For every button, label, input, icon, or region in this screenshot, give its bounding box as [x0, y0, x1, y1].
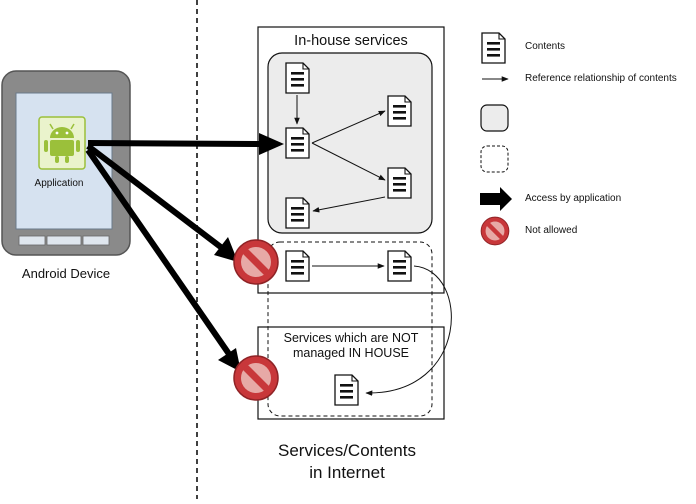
app-label: Application	[34, 178, 84, 189]
internet-line1: Services/Contents	[278, 441, 416, 460]
content-doc	[334, 374, 359, 406]
legend-reference-label: Reference relationship of contents	[525, 73, 677, 84]
access-arrows	[85, 133, 284, 372]
inhouse-title: In-house services	[294, 33, 408, 49]
reference-arrows	[294, 95, 452, 396]
legend-access-label: Access by application	[525, 193, 622, 204]
not-allowed-icon	[234, 356, 278, 400]
android-app-icon	[38, 116, 86, 170]
content-doc	[285, 62, 310, 94]
legend-not-allowed-icon	[481, 217, 509, 245]
internet-label: Services/Contents in Internet	[252, 440, 442, 484]
legend-dashed-box	[480, 145, 509, 173]
content-doc	[387, 250, 412, 282]
legend-contents-label: Contents	[525, 41, 566, 52]
inhouse-services-box	[257, 26, 445, 294]
internet-line2: in Internet	[309, 463, 385, 482]
content-doc	[285, 250, 310, 282]
content-doc	[285, 127, 310, 159]
content-doc	[387, 95, 412, 127]
content-doc	[285, 197, 310, 229]
legend-doc-icon	[481, 32, 506, 64]
legend-thick-arrow	[480, 187, 512, 211]
not-allowed-icon	[234, 240, 278, 284]
legend	[480, 32, 512, 245]
not-managed-label: Services which are NOT managed IN HOUSE	[258, 331, 444, 361]
legend-not-allowed-label: Not allowed	[525, 225, 578, 236]
internet-dashed-group	[267, 241, 433, 417]
legend-gray-box	[480, 104, 509, 132]
device-label: Android Device	[21, 266, 111, 281]
not-managed-line2: managed IN HOUSE	[292, 346, 410, 360]
content-doc	[387, 167, 412, 199]
not-managed-line1: Services which are NOT	[283, 331, 419, 345]
